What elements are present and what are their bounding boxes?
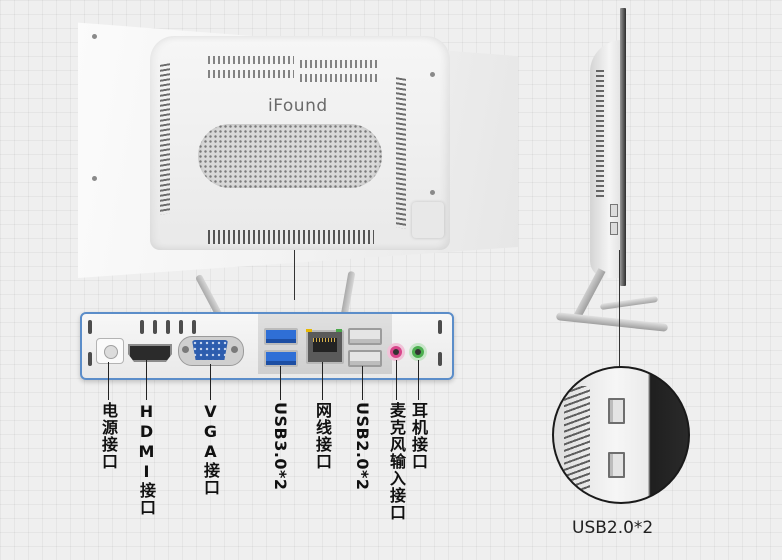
ethernet-led-icon bbox=[306, 329, 312, 332]
screw-icon bbox=[92, 34, 97, 39]
side-vent bbox=[596, 70, 604, 200]
callout-line bbox=[294, 250, 295, 300]
port-label-mic: 麦克风输入接口 bbox=[387, 402, 406, 521]
mic-jack-icon bbox=[390, 346, 402, 358]
port-label-lan: 网线接口 bbox=[313, 402, 332, 470]
headphone-jack-icon bbox=[412, 346, 424, 358]
leader-line bbox=[108, 362, 109, 400]
panel-slot bbox=[166, 320, 170, 334]
panel-slot bbox=[438, 320, 442, 334]
port-label-usb3: USB3.0*2 bbox=[271, 402, 290, 491]
speaker-grille bbox=[198, 124, 382, 188]
screw-icon bbox=[92, 176, 97, 181]
leader-line bbox=[280, 366, 281, 400]
port-label-vga: VGA接口 bbox=[201, 402, 220, 496]
leader-line bbox=[362, 366, 363, 400]
top-vent bbox=[300, 74, 380, 82]
panel-slot bbox=[179, 320, 183, 334]
hdmi-port-icon bbox=[128, 344, 172, 362]
panel-slot bbox=[88, 320, 92, 334]
stand-foot bbox=[555, 312, 669, 332]
side-usb-port-icon bbox=[610, 204, 618, 217]
vesa-bracket bbox=[412, 202, 444, 238]
leader-line bbox=[210, 364, 211, 400]
vga-pins bbox=[192, 340, 228, 360]
power-port-icon bbox=[96, 338, 124, 364]
callout-line bbox=[619, 250, 620, 368]
zoom-usb-port-icon bbox=[608, 452, 625, 478]
side-vent-right bbox=[396, 77, 406, 229]
usb2-port-icon bbox=[348, 350, 382, 367]
usb3-port-icon bbox=[264, 328, 298, 345]
port-label-headphone: 耳机接口 bbox=[409, 402, 428, 470]
vga-screw-icon bbox=[182, 346, 189, 353]
top-vent bbox=[300, 60, 380, 68]
port-label-hdmi: HDMI接口 bbox=[137, 402, 156, 516]
ethernet-port-icon bbox=[306, 330, 344, 364]
vga-port-icon bbox=[178, 336, 244, 366]
zoom-vent bbox=[564, 386, 590, 490]
leader-line bbox=[396, 360, 397, 400]
usb2-port-icon bbox=[348, 328, 382, 345]
ethernet-led-icon bbox=[336, 329, 342, 332]
monitor-side-screen bbox=[620, 8, 626, 286]
bottom-vent bbox=[208, 230, 374, 244]
leader-line bbox=[146, 360, 147, 400]
top-vent bbox=[208, 56, 294, 64]
stand-foot bbox=[599, 295, 659, 311]
panel-slot bbox=[438, 352, 442, 366]
stand-neck bbox=[573, 268, 606, 320]
panel-slot bbox=[140, 320, 144, 334]
leader-line bbox=[322, 362, 323, 400]
side-usb-port-icon bbox=[610, 222, 618, 235]
side-vent-left bbox=[160, 63, 170, 215]
monitor-side-back bbox=[590, 40, 622, 278]
screw-icon bbox=[430, 190, 435, 195]
leader-line bbox=[418, 360, 419, 400]
zoom-usb-port-icon bbox=[608, 398, 625, 424]
screw-icon bbox=[430, 72, 435, 77]
port-label-power: 电源接口 bbox=[99, 402, 118, 470]
panel-slot bbox=[153, 320, 157, 334]
panel-slot bbox=[192, 320, 196, 334]
zoom-detail-circle bbox=[552, 366, 690, 504]
brand-logo: iFound bbox=[268, 96, 328, 116]
vga-screw-icon bbox=[231, 346, 238, 353]
usb3-port-icon bbox=[264, 350, 298, 367]
top-vent bbox=[208, 70, 294, 78]
side-usb-label: USB2.0*2 bbox=[572, 518, 654, 538]
panel-slot bbox=[88, 352, 92, 366]
port-label-usb2: USB2.0*2 bbox=[353, 402, 372, 491]
